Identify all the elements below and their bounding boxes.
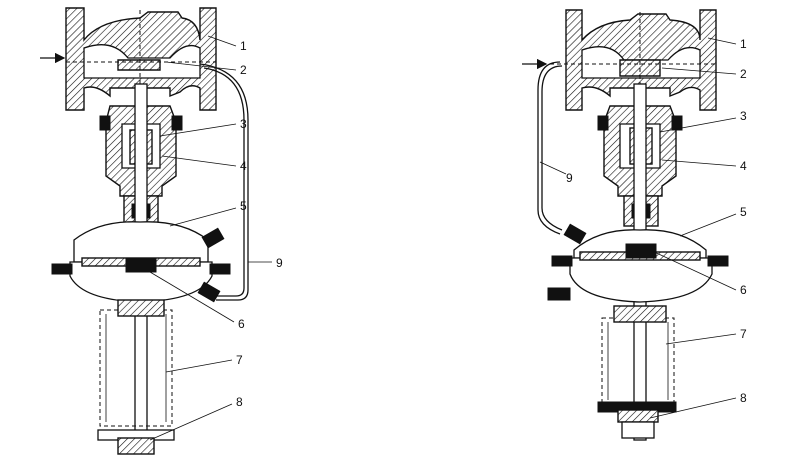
left-leaders [149,35,272,441]
right-spring-housing [601,305,675,405]
right-actuator [547,223,729,303]
left-label-8: 8 [236,395,243,409]
left-label-1: 1 [240,39,247,53]
right-label-3: 3 [740,109,747,123]
left-spring-housing [99,299,173,427]
right-valve-diagram: 1 2 3 4 9 5 6 7 8 [522,9,747,441]
right-valve-body [550,9,717,111]
left-label-2: 2 [240,63,247,77]
left-pipe-9 [199,63,249,301]
left-label-4: 4 [240,159,247,173]
right-label-5: 5 [740,205,747,219]
right-label-6: 6 [740,283,747,297]
right-leaders [539,37,737,419]
left-actuator [51,221,231,303]
right-label-7: 7 [740,327,747,341]
right-label-2: 2 [740,67,747,81]
right-label-1: 1 [740,37,747,51]
right-pipe-9-inner [541,65,563,231]
left-label-7: 7 [236,353,243,367]
left-label-3: 3 [240,117,247,131]
left-bottom-nut [97,429,175,455]
left-pipe-9-inner [203,67,245,297]
right-label-9: 9 [566,171,573,185]
right-pipe-9 [537,61,561,235]
left-valve-diagram: 1 2 3 4 5 9 6 7 8 [40,7,283,455]
right-label-4: 4 [740,159,747,173]
right-bottom-nut [597,401,677,439]
left-valve-body [65,7,217,111]
left-label-5: 5 [240,199,247,213]
left-label-9: 9 [276,256,283,270]
right-label-8: 8 [740,391,747,405]
left-label-6: 6 [238,317,245,331]
